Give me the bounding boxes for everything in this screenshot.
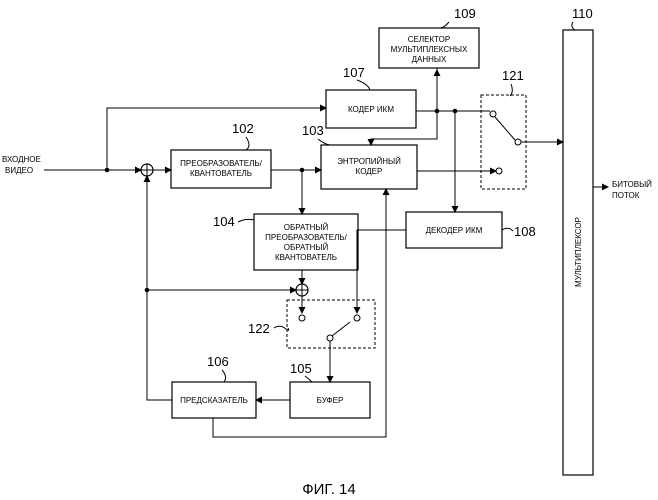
output-label-1: БИТОВЫЙ [612, 180, 652, 189]
input-summer [141, 164, 153, 176]
entropy-label-1: ЭНТРОПИЙНЫЙ [337, 157, 401, 166]
ref-106: 106 [207, 354, 229, 369]
multiplexer-label: МУЛЬТИПЛЕКСОР [574, 217, 583, 287]
predictor-label: ПРЕДСКАЗАТЕЛЬ [180, 396, 248, 405]
ref-108-leader [502, 228, 513, 231]
ref-106-leader [222, 370, 226, 382]
selector-label-3: ДАННЫХ [412, 55, 447, 64]
output-switch [490, 111, 521, 174]
buffer-label: БУФЕР [317, 396, 344, 405]
ref-108: 108 [514, 224, 536, 239]
transformer-label-2: КВАНТОВАТЕЛЬ [190, 169, 252, 178]
pcm-decoder-label: ДЕКОДЕР ИКМ [426, 226, 483, 235]
ref-121-leader [510, 84, 512, 96]
ref-104-leader [238, 219, 254, 222]
inverse-label-3: ОБРАТНЫЙ [284, 243, 329, 252]
entropy-label-2: КОДЕР [356, 167, 383, 176]
reconstruction-summer [296, 284, 308, 296]
entropy-encoder-block: ЭНТРОПИЙНЫЙ КОДЕР [321, 145, 417, 189]
predictor-block: ПРЕДСКАЗАТЕЛЬ [172, 382, 256, 418]
selector-label-2: МУЛЬТИПЛЕКСНЫХ [391, 45, 468, 54]
inverse-transformer-block: ОБРАТНЫЙ ПРЕОБРАЗОВАТЕЛЬ/ ОБРАТНЫЙ КВАНТ… [254, 214, 358, 270]
ref-103-leader [318, 139, 330, 145]
selector-label-1: СЕЛЕКТОР [408, 35, 450, 44]
pcm-encoder-label: КОДЕР ИКМ [348, 105, 394, 114]
input-label-1: ВХОДНОЕ [2, 155, 41, 164]
pcm-decoder-block: ДЕКОДЕР ИКМ [406, 212, 502, 248]
transformer-quantizer-block: ПРЕОБРАЗОВАТЕЛЬ/ КВАНТОВАТЕЛЬ [171, 150, 271, 188]
ref-121: 121 [502, 68, 524, 83]
ref-105: 105 [290, 361, 312, 376]
selector-block: СЕЛЕКТОР МУЛЬТИПЛЕКСНЫХ ДАННЫХ [379, 28, 479, 68]
figure-caption: ФИГ. 14 [302, 481, 356, 498]
ref-122: 122 [248, 321, 270, 336]
ref-109-leader [440, 22, 449, 28]
ref-102: 102 [232, 121, 254, 136]
transformer-label-1: ПРЕОБРАЗОВАТЕЛЬ/ [180, 159, 262, 168]
ref-107: 107 [343, 65, 365, 80]
ref-122-leader [274, 326, 289, 330]
input-label-2: ВИДЕО [5, 166, 33, 175]
buffer-block: БУФЕР [290, 382, 370, 418]
pcm-encoder-block: КОДЕР ИКМ [326, 90, 416, 128]
ref-109: 109 [454, 6, 476, 21]
ref-107-leader [357, 80, 370, 90]
output-label-2: ПОТОК [612, 191, 640, 200]
ref-110-leader [572, 22, 575, 30]
buffer-switch [299, 315, 360, 341]
ref-102-leader [246, 137, 249, 150]
inverse-label-1: ОБРАТНЫЙ [284, 223, 329, 232]
inverse-label-2: ПРЕОБРАЗОВАТЕЛЬ/ [265, 233, 347, 242]
ref-105-leader [305, 376, 312, 382]
inverse-label-4: КВАНТОВАТЕЛЬ [275, 253, 337, 262]
ref-103: 103 [302, 123, 324, 138]
ref-110: 110 [572, 6, 593, 21]
ref-104: 104 [213, 214, 235, 229]
multiplexer-block: МУЛЬТИПЛЕКСОР [563, 30, 593, 475]
